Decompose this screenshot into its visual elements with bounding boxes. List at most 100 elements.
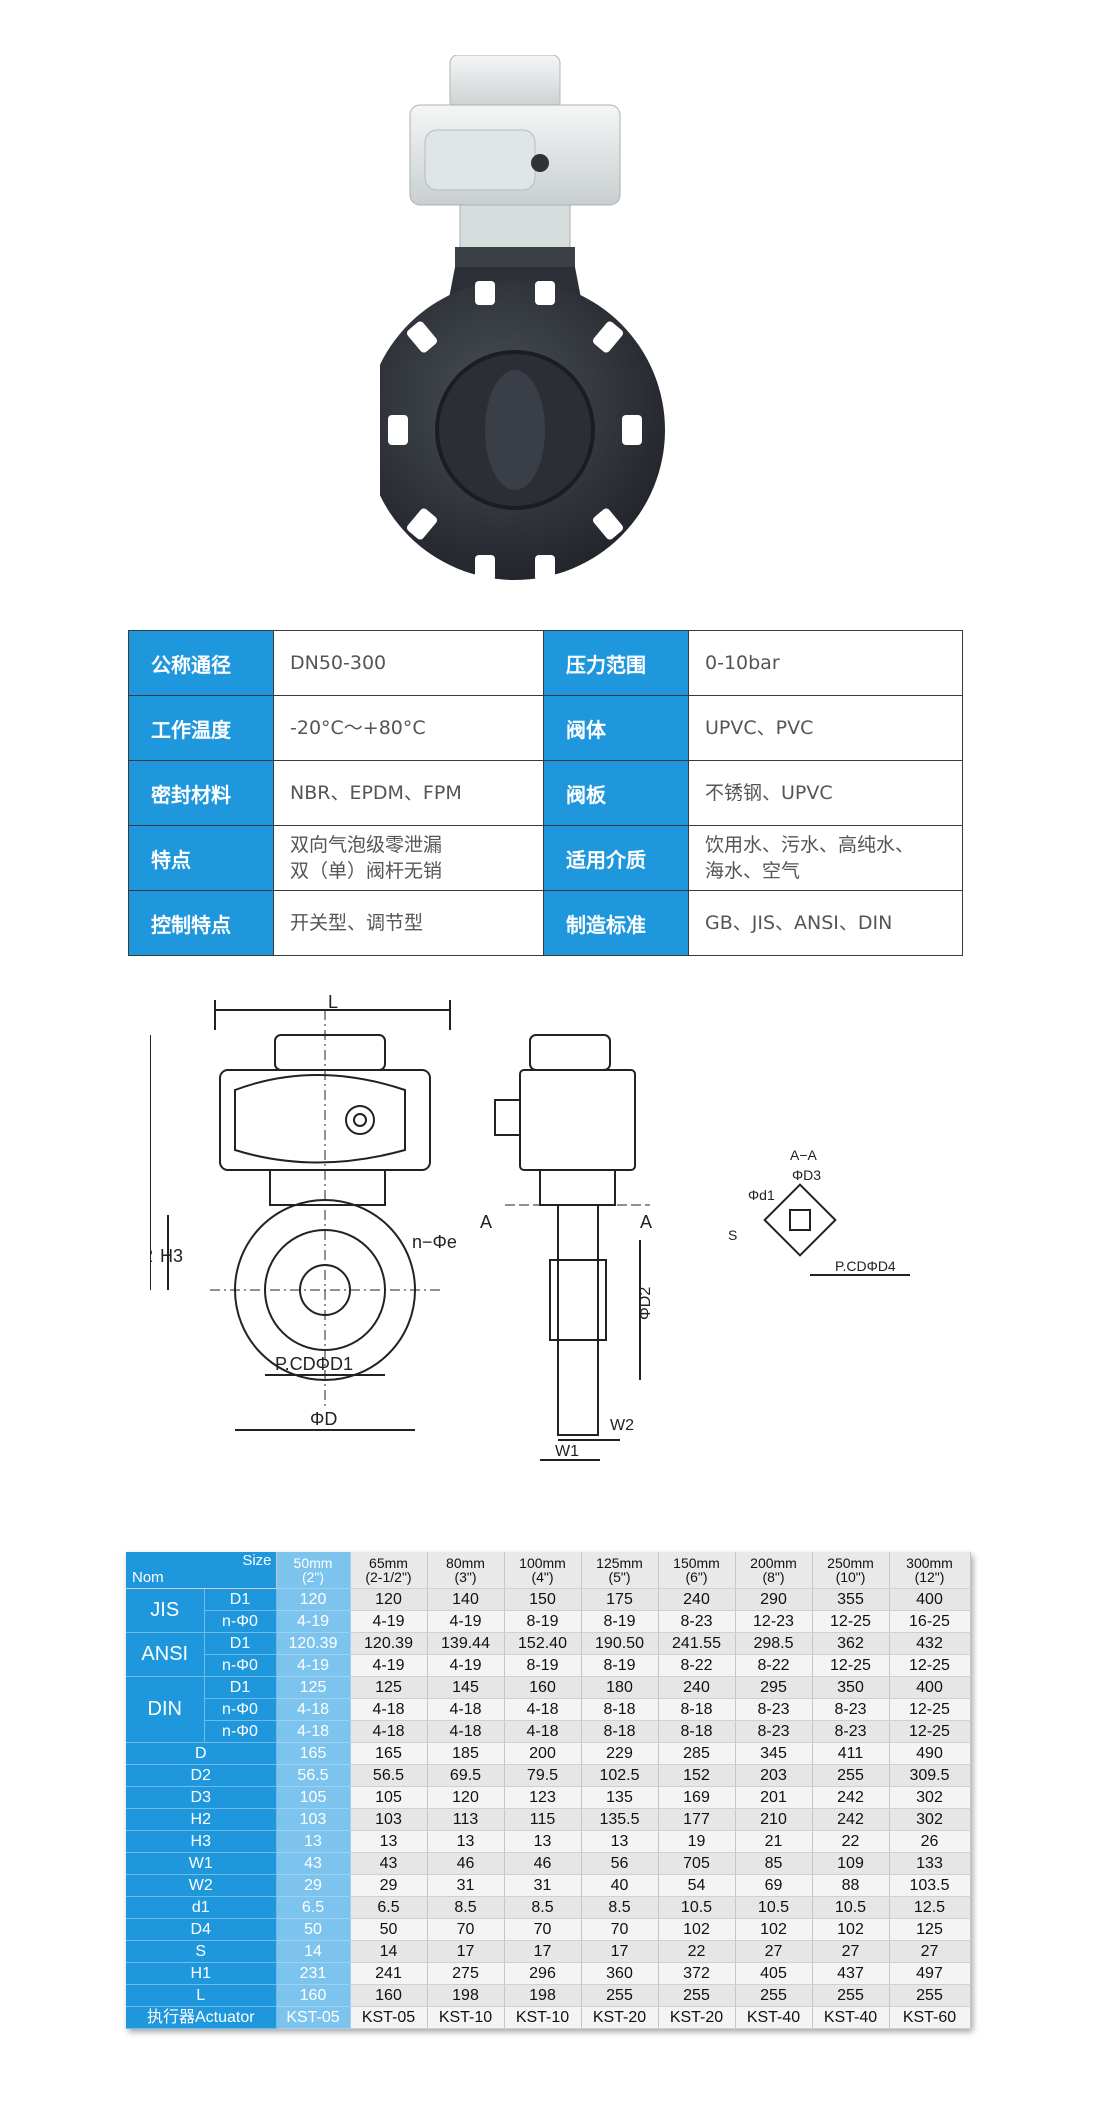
corner-nom-label: Nom bbox=[132, 1569, 164, 1586]
table-cell: 133 bbox=[889, 1852, 971, 1875]
table-cell: 14 bbox=[350, 1940, 428, 1963]
table-cell: 113 bbox=[427, 1808, 505, 1831]
label-pcd-d4: P.CDΦD4 bbox=[835, 1258, 896, 1274]
table-cell: 19 bbox=[658, 1830, 736, 1853]
table-cell: KST-20 bbox=[581, 2006, 659, 2029]
label-phi-d: ΦD bbox=[310, 1409, 337, 1429]
table-cell: 12-23 bbox=[735, 1610, 813, 1633]
table-cell: 152 bbox=[658, 1764, 736, 1787]
size-header: 200mm(8") bbox=[735, 1552, 813, 1589]
size-mm: 80mm bbox=[446, 1555, 485, 1571]
table-cell: 79.5 bbox=[504, 1764, 582, 1787]
table-cell: 31 bbox=[427, 1874, 505, 1897]
size-header: 125mm(5") bbox=[581, 1552, 659, 1589]
table-cell: 8-23 bbox=[735, 1720, 813, 1743]
row-sub-label: D1 bbox=[204, 1632, 277, 1655]
table-cell: 8-19 bbox=[581, 1654, 659, 1677]
table-cell: 8-19 bbox=[581, 1610, 659, 1633]
table-cell: 231 bbox=[276, 1962, 351, 1985]
spec-table: 公称通径 DN50-300 压力范围 0-10bar 工作温度 -20°C～+8… bbox=[128, 630, 963, 956]
table-cell: 85 bbox=[735, 1852, 813, 1875]
row-sub-label: D1 bbox=[204, 1588, 277, 1611]
table-cell: 70 bbox=[504, 1918, 582, 1941]
row-label-actuator: 执行器Actuator bbox=[126, 2006, 277, 2029]
table-cell: 50 bbox=[276, 1918, 351, 1941]
spec-value: 0-10bar bbox=[688, 630, 963, 696]
table-cell: 115 bbox=[504, 1808, 582, 1831]
table-cell: 17 bbox=[581, 1940, 659, 1963]
table-cell: 290 bbox=[735, 1588, 813, 1611]
size-inch: (2-1/2") bbox=[365, 1569, 412, 1585]
table-cell: 103 bbox=[350, 1808, 428, 1831]
table-cell: 56.5 bbox=[350, 1764, 428, 1787]
table-cell: 201 bbox=[735, 1786, 813, 1809]
table-cell: 8-22 bbox=[735, 1654, 813, 1677]
row-label: D4 bbox=[126, 1918, 277, 1941]
table-cell: KST-20 bbox=[658, 2006, 736, 2029]
label-phi-d2: ΦD2 bbox=[637, 1287, 654, 1320]
table-cell: 13 bbox=[276, 1830, 351, 1853]
table-cell: 432 bbox=[889, 1632, 971, 1655]
table-cell: 8-23 bbox=[735, 1698, 813, 1721]
table-cell: KST-40 bbox=[735, 2006, 813, 2029]
size-inch: (3") bbox=[454, 1569, 477, 1585]
table-cell: 27 bbox=[889, 1940, 971, 1963]
table-cell: 27 bbox=[735, 1940, 813, 1963]
label-H3: H3 bbox=[160, 1246, 183, 1266]
table-cell: KST-10 bbox=[427, 2006, 505, 2029]
table-cell: 160 bbox=[504, 1676, 582, 1699]
table-cell: 177 bbox=[658, 1808, 736, 1831]
table-cell: 309.5 bbox=[889, 1764, 971, 1787]
table-cell: 69 bbox=[735, 1874, 813, 1897]
table-cell: 8-23 bbox=[812, 1698, 890, 1721]
spec-key: 适用介质 bbox=[543, 825, 689, 891]
size-header: 65mm(2-1/2") bbox=[350, 1552, 428, 1589]
table-cell: 4-18 bbox=[350, 1720, 428, 1743]
table-cell: 405 bbox=[735, 1962, 813, 1985]
table-cell: 105 bbox=[276, 1786, 351, 1809]
spec-key: 制造标准 bbox=[543, 890, 689, 956]
dimension-table: Size Nom 50mm(2") 65mm(2-1/2") 80mm(3") … bbox=[126, 1552, 971, 2029]
table-cell: 240 bbox=[658, 1588, 736, 1611]
dimension-drawing: L H1 H2 H3 n−Φe P.CDΦD1 ΦD A A ΦD2 W1 W2… bbox=[150, 992, 910, 1461]
size-mm: 200mm bbox=[750, 1555, 797, 1571]
table-cell: 40 bbox=[581, 1874, 659, 1897]
table-cell: 360 bbox=[581, 1962, 659, 1985]
table-cell: 8.5 bbox=[504, 1896, 582, 1919]
table-cell: 255 bbox=[735, 1984, 813, 2007]
group-label: JIS bbox=[126, 1588, 205, 1633]
size-mm: 50mm bbox=[293, 1555, 333, 1571]
table-cell: 4-19 bbox=[350, 1610, 428, 1633]
table-cell: 355 bbox=[812, 1588, 890, 1611]
size-header: 300mm(12") bbox=[889, 1552, 971, 1589]
spec-value: GB、JIS、ANSI、DIN bbox=[688, 890, 963, 956]
table-cell: 135.5 bbox=[581, 1808, 659, 1831]
spec-value: 不锈钢、UPVC bbox=[688, 760, 963, 826]
table-cell: 109 bbox=[812, 1852, 890, 1875]
table-cell: 31 bbox=[504, 1874, 582, 1897]
row-label: H2 bbox=[126, 1808, 277, 1831]
table-cell: 8-18 bbox=[658, 1720, 736, 1743]
label-W1: W1 bbox=[555, 1443, 579, 1460]
table-cell: 102 bbox=[812, 1918, 890, 1941]
label-A-left: A bbox=[480, 1212, 492, 1232]
table-cell: 4-18 bbox=[504, 1720, 582, 1743]
table-cell: KST-40 bbox=[812, 2006, 890, 2029]
table-cell: 6.5 bbox=[276, 1896, 351, 1919]
size-inch: (8") bbox=[762, 1569, 785, 1585]
table-cell: 43 bbox=[350, 1852, 428, 1875]
size-inch: (2") bbox=[301, 1569, 325, 1585]
size-inch: (4") bbox=[531, 1569, 554, 1585]
table-cell: 200 bbox=[504, 1742, 582, 1765]
table-cell: 103 bbox=[276, 1808, 351, 1831]
table-cell: 165 bbox=[276, 1742, 351, 1765]
size-inch: (10") bbox=[835, 1569, 866, 1585]
table-cell: 102.5 bbox=[581, 1764, 659, 1787]
table-cell: 16-25 bbox=[889, 1610, 971, 1633]
table-cell: 160 bbox=[350, 1984, 428, 2007]
label-n-phi-e: n−Φe bbox=[412, 1232, 457, 1252]
table-cell: 8.5 bbox=[581, 1896, 659, 1919]
table-cell: 8.5 bbox=[427, 1896, 505, 1919]
size-mm: 65mm bbox=[369, 1555, 408, 1571]
size-inch: (12") bbox=[914, 1569, 945, 1585]
